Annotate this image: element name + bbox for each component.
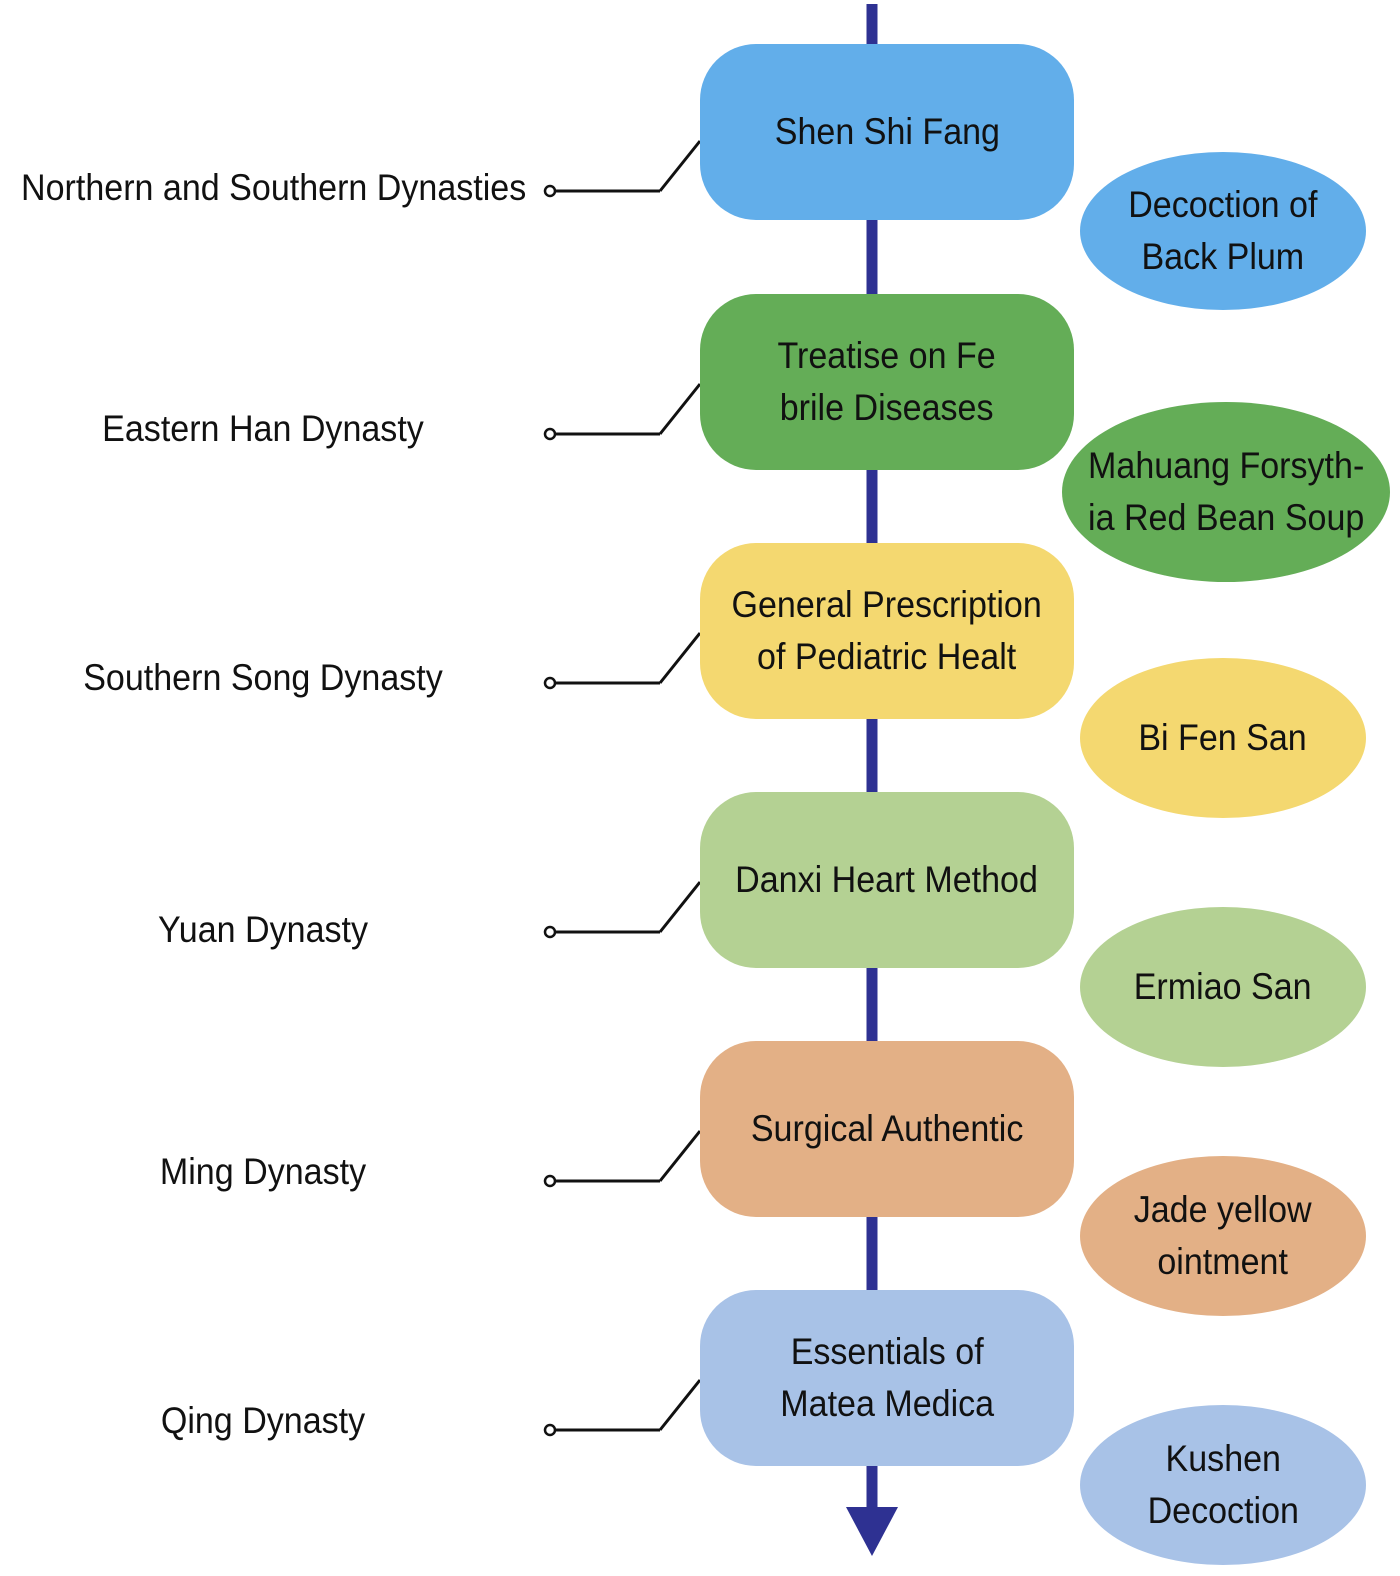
book-box: Surgical Authentic — [700, 1041, 1074, 1217]
connector-5 — [543, 1379, 702, 1437]
connector-dot — [543, 676, 557, 690]
formula-name: Ermiao San — [1134, 966, 1312, 1007]
formula-oval: Bi Fen San — [1080, 658, 1366, 818]
dynasty-label: Eastern Han Dynasty — [102, 408, 424, 449]
book-title: Shen Shi Fang — [774, 111, 1000, 152]
connector-1 — [543, 383, 702, 441]
connector-3 — [543, 881, 702, 939]
formula-oval: Ermiao San — [1080, 907, 1366, 1067]
book-title: Essentials of Matea Medica — [780, 1331, 994, 1424]
book-box: Shen Shi Fang — [700, 44, 1074, 220]
book-title: Treatise on Fe brile Diseases — [777, 335, 997, 428]
connector-dot — [543, 1174, 557, 1188]
formula-oval: Jade yellow ointment — [1080, 1156, 1366, 1316]
connector-4 — [543, 1130, 702, 1188]
book-box: Danxi Heart Method — [700, 792, 1074, 968]
dynasty-label: Ming Dynasty — [159, 1151, 367, 1192]
dynasty-label: Southern Song Dynasty — [83, 657, 443, 698]
formula-oval: Decoction of Back Plum — [1080, 152, 1366, 310]
formula-oval: Mahuang Forsyth- ia Red Bean Soup — [1062, 402, 1390, 582]
connector-dot — [543, 427, 557, 441]
book-title: General Prescription of Pediatric Healt — [731, 584, 1043, 677]
formula-oval: Kushen Decoction — [1080, 1405, 1366, 1565]
connector-0 — [543, 140, 702, 198]
book-box: Treatise on Fe brile Diseases — [700, 294, 1074, 470]
dynasty-label: Yuan Dynasty — [157, 909, 369, 950]
connector-dot — [543, 184, 557, 198]
formula-name: Bi Fen San — [1138, 717, 1308, 758]
connector-2 — [543, 632, 702, 690]
book-title: Danxi Heart Method — [735, 859, 1039, 900]
formula-name: Kushen Decoction — [1147, 1438, 1299, 1531]
book-box: Essentials of Matea Medica — [700, 1290, 1074, 1466]
dynasty-label: Qing Dynasty — [160, 1400, 366, 1441]
dynasty-label: Northern and Southern Dynasties — [21, 167, 527, 208]
timeline-arrowhead — [846, 1507, 898, 1556]
formula-name: Jade yellow ointment — [1134, 1189, 1312, 1282]
formula-name: Mahuang Forsyth- ia Red Bean Soup — [1087, 445, 1365, 538]
connector-dot — [543, 925, 557, 939]
connector-dot — [543, 1423, 557, 1437]
formula-name: Decoction of Back Plum — [1128, 184, 1318, 277]
book-box: General Prescription of Pediatric Healt — [700, 543, 1074, 719]
book-title: Surgical Authentic — [750, 1108, 1024, 1149]
